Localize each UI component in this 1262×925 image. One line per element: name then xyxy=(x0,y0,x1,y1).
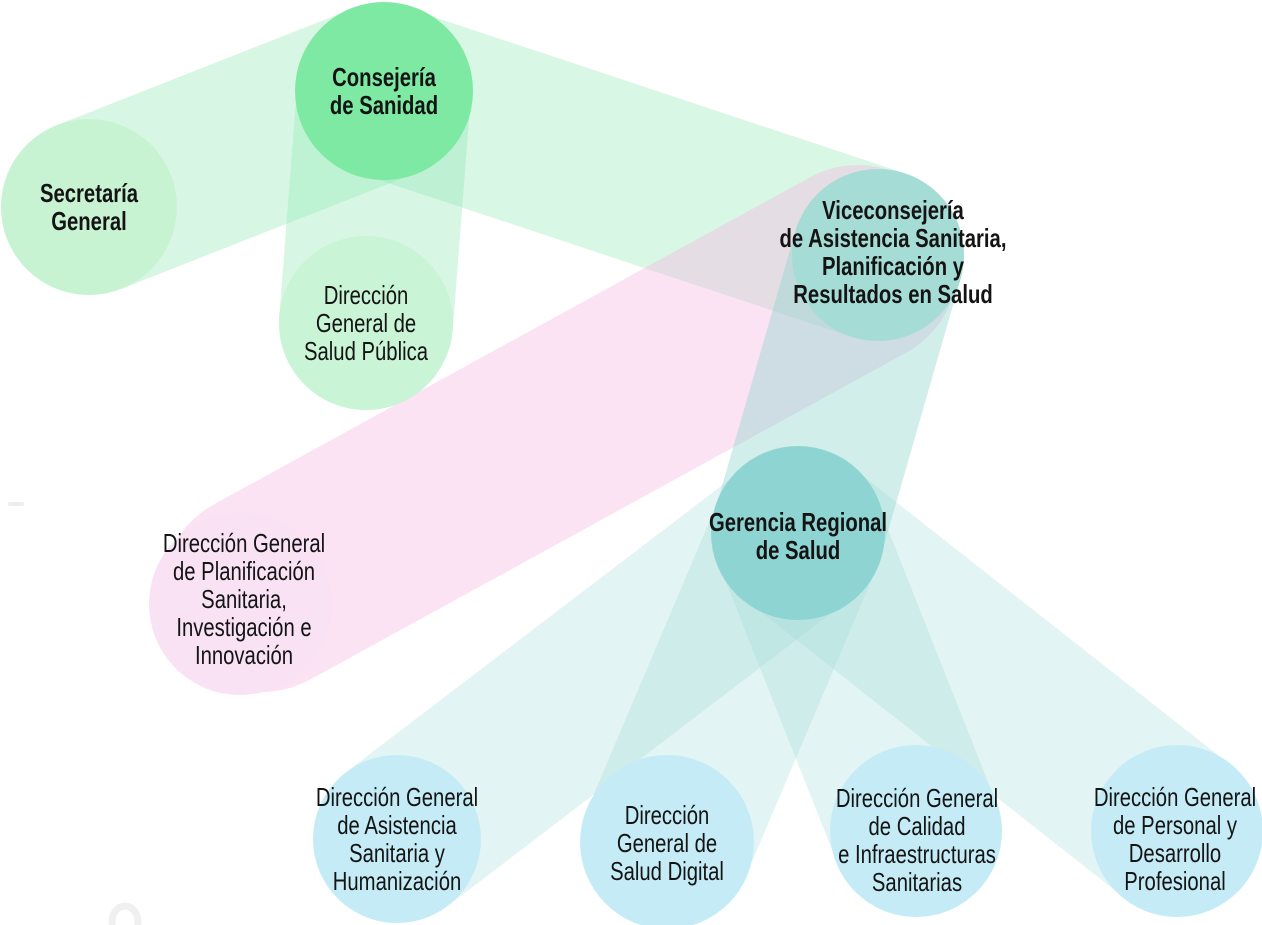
node-circle-asistencia xyxy=(313,755,481,923)
stray-dash-artifact xyxy=(8,502,24,506)
node-circle-salud-publica xyxy=(279,236,453,410)
watermark-ring-artifact xyxy=(108,902,142,925)
node-circle-planificacion xyxy=(149,513,331,695)
node-circle-viceconsejeria xyxy=(792,169,964,341)
node-circle-salud-digital xyxy=(580,755,754,925)
node-circle-calidad xyxy=(830,745,1002,917)
link-planificacion-viceconsejeria xyxy=(162,165,958,692)
node-circle-gerencia xyxy=(711,446,885,620)
node-circle-personal xyxy=(1091,745,1262,917)
node-circle-consejeria xyxy=(295,2,473,180)
node-circle-secretaria xyxy=(1,119,177,295)
